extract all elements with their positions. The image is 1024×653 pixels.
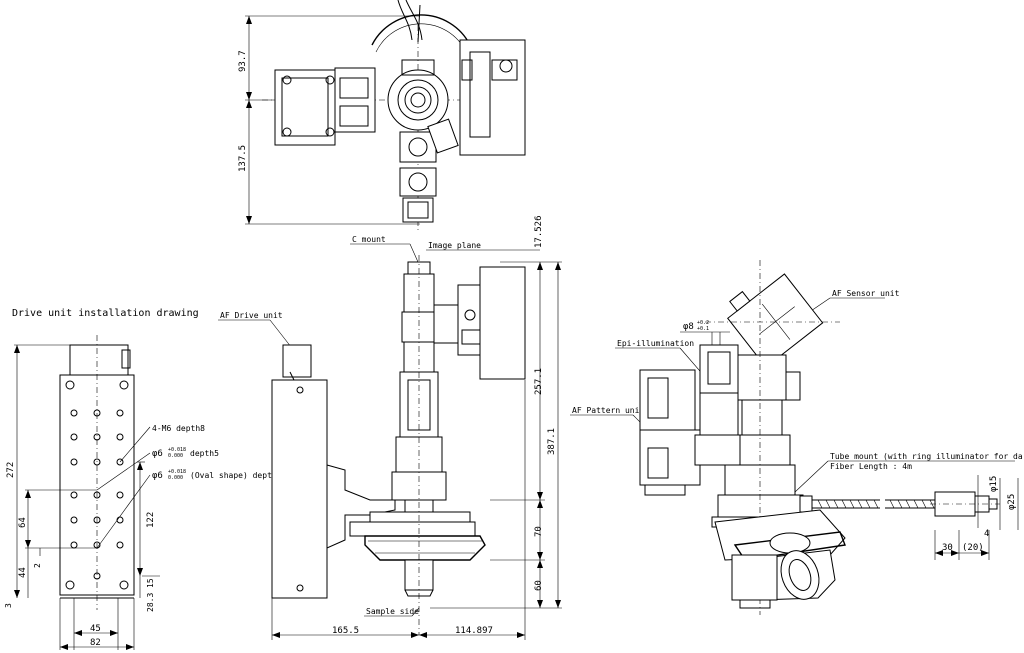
svg-text:+0.018: +0.018 <box>168 469 186 475</box>
dim-122: 122 <box>146 512 156 528</box>
dim-28-3: 28.3 <box>146 593 155 612</box>
side-view: AF Sensor unit Epi-illumination AF Patte… <box>570 260 1024 615</box>
dim-70: 70 <box>534 526 544 537</box>
dim-114-897: 114.897 <box>455 626 493 636</box>
dim-20: (20) <box>962 543 984 553</box>
mounting-holes <box>70 409 124 580</box>
dim-257-1: 257.1 <box>534 368 544 395</box>
label-depth5: depth5 <box>190 449 219 458</box>
label-4-m6-depth8: 4-M6 depth8 <box>152 424 205 433</box>
label-epi-illumination: Epi-illumination <box>617 339 694 348</box>
svg-text:+0.018: +0.018 <box>168 447 186 453</box>
svg-text:0.000: 0.000 <box>168 453 183 459</box>
dim-2: 2 <box>33 563 42 568</box>
label-oval-depth5: (Oval shape) depth5 <box>190 471 282 480</box>
drive-unit-title: Drive unit installation drawing <box>12 308 199 319</box>
drive-unit-installation: Drive unit installation drawing 4-M6 dep… <box>4 308 282 650</box>
dim-165-5: 165.5 <box>332 626 359 636</box>
dim-4: 4 <box>984 529 989 539</box>
dim-15: 15 <box>146 578 155 588</box>
dim-44: 44 <box>18 567 28 578</box>
label-phi8: φ8 <box>683 322 694 332</box>
svg-text:+0.2: +0.2 <box>697 320 709 326</box>
dim-93-7: 93.7 <box>238 50 248 72</box>
dim-137-5: 137.5 <box>238 145 248 172</box>
dim-64: 64 <box>18 517 28 528</box>
label-sample-side: Sample side <box>366 607 419 616</box>
dim-phi25: φ25 <box>1007 494 1017 510</box>
label-phi6-b: φ6 <box>152 471 163 481</box>
dim-387-1: 387.1 <box>547 428 557 455</box>
front-view: AF Drive unit C mount Image plane <box>218 215 562 640</box>
dim-phi15: φ15 <box>989 476 999 492</box>
label-af-sensor-unit: AF Sensor unit <box>832 289 900 298</box>
label-image-plane: Image plane <box>428 241 481 250</box>
label-phi6-a: φ6 <box>152 449 163 459</box>
svg-text:0.000: 0.000 <box>168 475 183 481</box>
svg-text:+0.1: +0.1 <box>697 326 709 332</box>
top-view: 93.7 137.5 <box>238 0 526 230</box>
dim-272: 272 <box>6 462 16 478</box>
label-tube-mount: Tube mount (with ring illuminator for da… <box>830 452 1024 461</box>
label-af-drive-unit: AF Drive unit <box>220 311 283 320</box>
label-fiber-length: Fiber Length : 4m <box>830 462 912 471</box>
label-af-pattern-unit: AF Pattern unit <box>572 406 644 415</box>
dim-30: 30 <box>942 543 953 553</box>
dim-3: 3 <box>4 603 13 608</box>
dim-60: 60 <box>534 580 544 591</box>
label-c-mount: C mount <box>352 235 386 244</box>
dim-45: 45 <box>90 624 101 634</box>
dim-17-526: 17.526 <box>534 215 544 248</box>
dim-82: 82 <box>90 638 101 648</box>
